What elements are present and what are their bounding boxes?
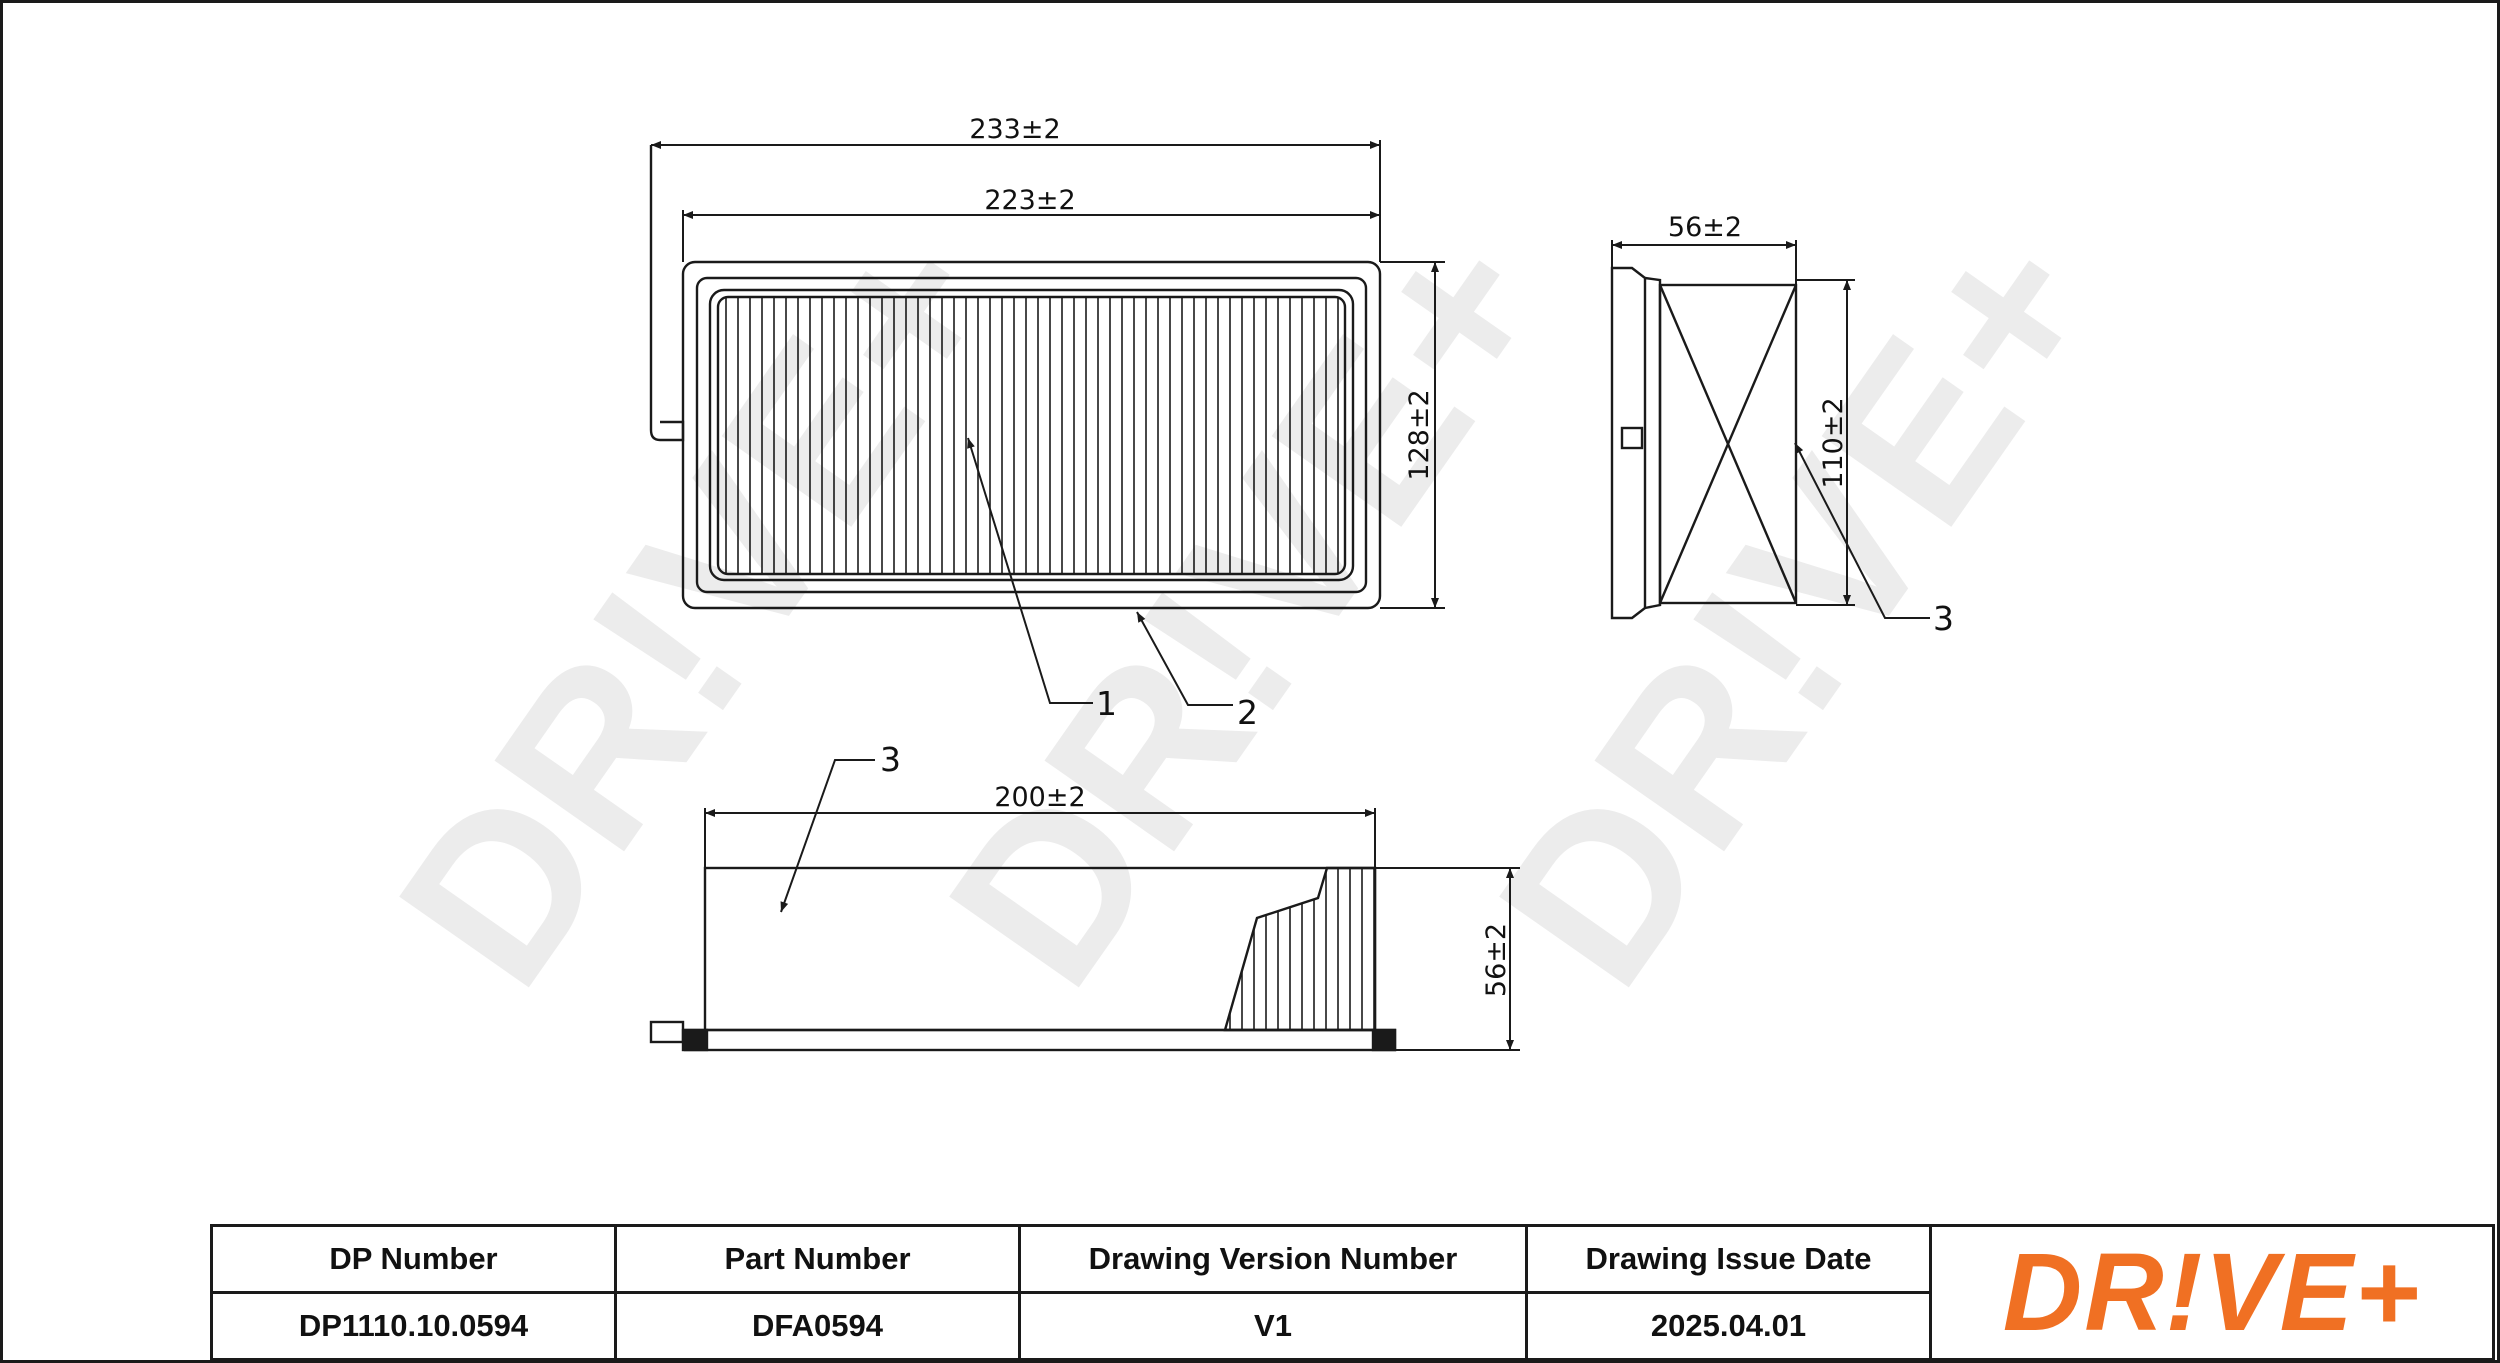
front-media-border (708, 288, 1355, 582)
dim-height: 128±2 (1404, 389, 1435, 480)
front-pleated-media (716, 295, 1347, 576)
side-view (1610, 266, 1798, 620)
header-part-number: Part Number (614, 1224, 1021, 1294)
bottom-seal-left (683, 1028, 709, 1052)
dim-side-width: 56±2 (1668, 212, 1742, 243)
title-block-value-row: DP1110.10.0594 DFA0594 V1 2025.04.01 (210, 1291, 2494, 1361)
header-drawing-version: Drawing Version Number (1018, 1224, 1528, 1294)
callout-frame: 2 (1237, 693, 1258, 732)
front-inner-frame (695, 276, 1368, 594)
side-dimensions (1611, 240, 1930, 619)
callout-media: 1 (1096, 684, 1117, 723)
dim-bottom-width: 200±2 (994, 782, 1085, 813)
front-view (649, 145, 1382, 610)
dim-overall-width: 233±2 (969, 114, 1060, 145)
bottom-view (649, 866, 1397, 1052)
front-dimensions (651, 140, 1445, 609)
value-issue-date: 2025.04.01 (1525, 1291, 1932, 1361)
bottom-frame (681, 1028, 1397, 1052)
side-tab (1620, 426, 1644, 450)
bottom-dimensions (704, 759, 1520, 1051)
title-block-header-row: DP Number Part Number Drawing Version Nu… (210, 1224, 2495, 1361)
side-cross-2 (1658, 284, 1798, 604)
dim-side-height: 110±2 (1818, 397, 1849, 488)
bottom-tab (649, 1020, 685, 1044)
value-part-number: DFA0594 (614, 1291, 1021, 1361)
dim-inner-width: 223±2 (984, 185, 1075, 216)
front-callouts (967, 437, 1233, 706)
drive-logo: DR!VE+ (2002, 1230, 2422, 1354)
dim-bottom-height: 56±2 (1481, 923, 1512, 997)
callout-seal-bottom: 3 (880, 740, 901, 779)
side-frame (1610, 266, 1647, 620)
value-dp-number: DP1110.10.0594 (210, 1291, 617, 1361)
side-lip (1644, 276, 1662, 610)
bottom-seal-right (1371, 1028, 1397, 1052)
logo-cell: DR!VE+ (1929, 1224, 2495, 1361)
bottom-pleat-cutaway (1223, 866, 1377, 1032)
title-block: DP Number Part Number Drawing Version Nu… (210, 1224, 2495, 1361)
value-drawing-version: V1 (1018, 1291, 1528, 1361)
callout-seal-side: 3 (1933, 599, 1954, 638)
front-tab (649, 145, 685, 442)
header-dp-number: DP Number (210, 1224, 617, 1294)
header-issue-date: Drawing Issue Date (1525, 1224, 1932, 1294)
